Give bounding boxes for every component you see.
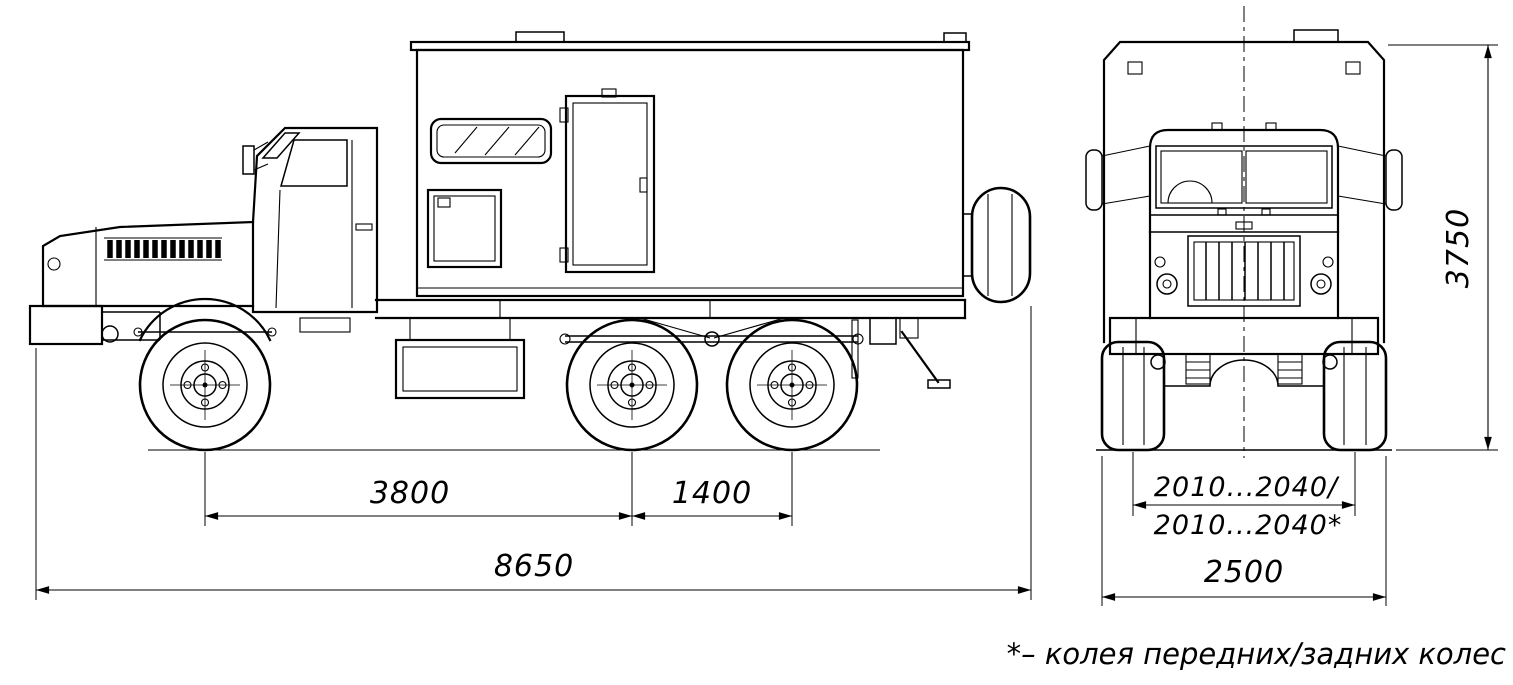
cab: [242, 126, 379, 333]
fv-bumper: [1108, 316, 1380, 356]
fv-headlight-right: [1310, 273, 1332, 295]
front-leaf-spring: [133, 327, 277, 337]
fv-wheel-left: [1100, 340, 1166, 452]
rear-wheel-1: [565, 318, 699, 452]
headlight-side: [47, 257, 61, 271]
box-side-hatch: [426, 188, 503, 269]
cab-door-handle: [355, 223, 373, 231]
fv-wheel-right: [1322, 340, 1388, 452]
fv-windshield-left-pane: [1160, 150, 1243, 204]
dim-label-track-front: 2010...2040/: [1154, 472, 1340, 503]
dim-label-8650: 8650: [494, 549, 574, 584]
dim-label-track-rear: 2010...2040*: [1154, 510, 1343, 541]
fv-mirror-right: [1337, 145, 1403, 211]
fv-van-body: [1102, 29, 1386, 344]
fv-grille-bars: [1205, 242, 1285, 300]
dimension-1400: 1400: [632, 452, 793, 526]
front-fender-arch: [138, 297, 272, 342]
cab-mirror: [242, 145, 255, 175]
roof-vent: [943, 32, 967, 43]
fv-windshield: [1155, 145, 1333, 209]
front-view: 3750 2010...2040/ 2010...2040* 2500: [1085, 6, 1498, 606]
fv-emblem: [1235, 221, 1253, 230]
grille-bars: [107, 240, 221, 258]
toolbox: [394, 318, 526, 400]
van-box-body: [409, 31, 971, 298]
front-bumper: [28, 304, 161, 346]
box-door: [559, 88, 656, 274]
mud-flap: [851, 319, 859, 379]
dim-label-1400: 1400: [672, 476, 752, 511]
door-latch: [601, 88, 617, 98]
steering-wheel: [1167, 180, 1213, 204]
rear-wheel-2: [725, 318, 859, 452]
fv-spring-left: [1185, 353, 1211, 385]
fv-vent-right: [1345, 61, 1361, 75]
dimension-8650: 8650: [35, 306, 1032, 600]
fv-front-axle: [1164, 359, 1324, 387]
tow-hook-side: [101, 325, 119, 343]
cab-step: [299, 317, 351, 333]
dimension-3800: 3800: [204, 452, 633, 526]
fv-spring-right: [1277, 353, 1303, 385]
fv-grille: [1187, 235, 1301, 307]
dimension-2500: 2500: [1101, 456, 1387, 606]
fv-front-panel: [1148, 221, 1340, 320]
box-window: [429, 117, 553, 165]
dimension-3750: 3750: [1388, 44, 1498, 451]
front-wheel: [138, 318, 272, 452]
door-handle: [639, 177, 648, 193]
door-hinge-top: [559, 107, 569, 123]
dim-label-3750: 3750: [1441, 208, 1476, 288]
fv-mirror-left: [1085, 145, 1151, 211]
cab-side-window: [280, 139, 348, 187]
rear-equipment: [851, 317, 951, 389]
chassis-frame: [374, 298, 967, 320]
bogie-pivot: [704, 331, 720, 347]
cab-door-seam-front: [275, 189, 281, 309]
door-hinge-bottom: [559, 247, 569, 263]
hood: [41, 220, 272, 342]
roof-hatch: [515, 31, 565, 43]
rear-support-leg: [900, 330, 940, 384]
spare-wheel: [962, 186, 1032, 304]
rear-box: [869, 317, 897, 345]
fv-headlight-left: [1156, 273, 1178, 295]
fv-indicator-left: [1154, 256, 1166, 268]
dimension-track: 2010...2040/ 2010...2040*: [1132, 452, 1356, 541]
dim-label-3800: 3800: [370, 476, 450, 511]
hatch-handle: [437, 197, 451, 208]
fv-vent-left: [1127, 61, 1143, 75]
footnote-track-note: *– колея передних/задних колес: [1007, 637, 1506, 671]
fv-cab: [1148, 122, 1340, 234]
rear-bogie-suspension: [559, 317, 864, 347]
windshield: [261, 132, 301, 159]
fv-windshield-right-pane: [1245, 150, 1328, 204]
support-foot: [927, 379, 951, 389]
dim-label-2500: 2500: [1204, 555, 1284, 590]
fv-indicator-right: [1322, 256, 1334, 268]
fv-roof-hatch: [1293, 29, 1339, 43]
side-view: 3800 1400 8650: [28, 31, 1032, 600]
